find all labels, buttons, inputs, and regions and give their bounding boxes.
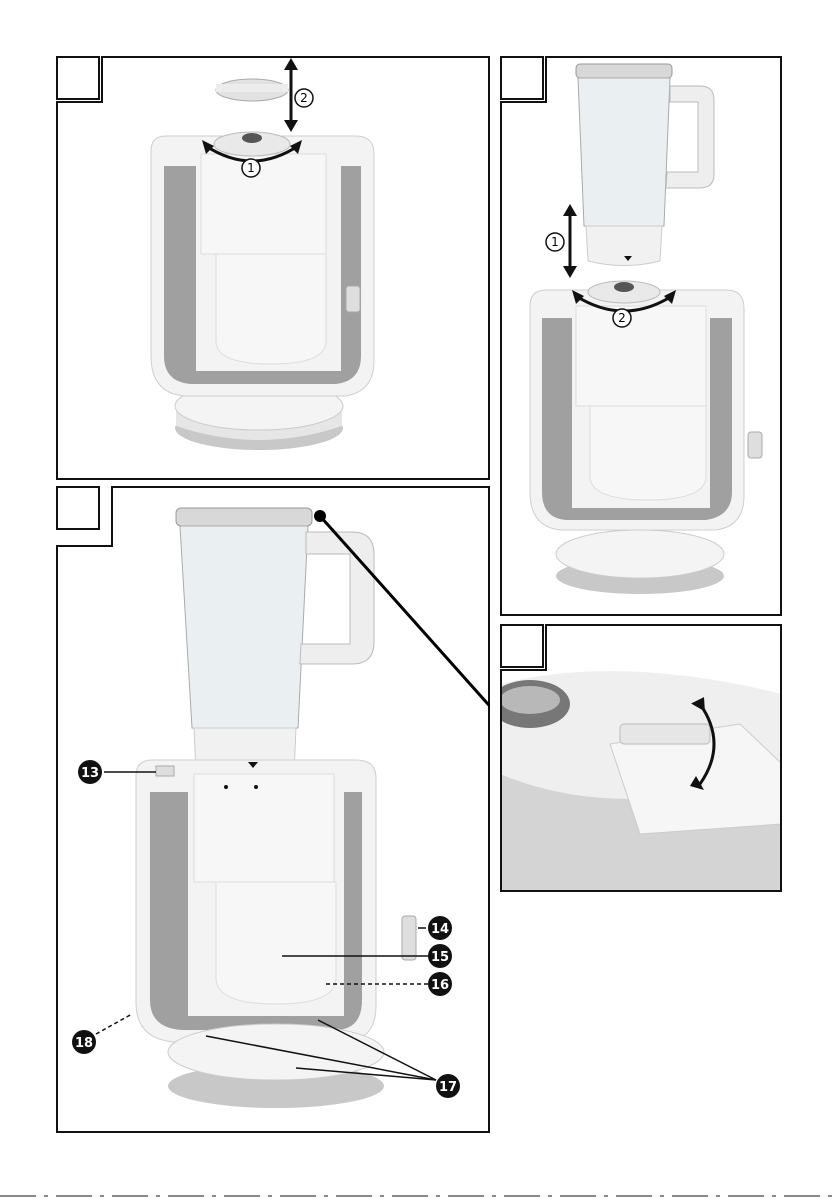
- callout-17: 17: [436, 1074, 460, 1098]
- coupling-hole: [242, 133, 262, 143]
- jug-base: [586, 226, 662, 266]
- coupling-cover-side: [216, 84, 288, 92]
- callout-line-18: [96, 1014, 132, 1034]
- jug-body: [578, 78, 670, 226]
- speed-knob: [402, 916, 416, 960]
- motor-arm-bottom: [216, 882, 336, 1004]
- jug-lid: [576, 64, 672, 78]
- step-label-1: 1: [247, 161, 255, 175]
- jug-body: [180, 526, 308, 728]
- speed-knob: [748, 432, 762, 458]
- step-label-2: 2: [618, 311, 626, 325]
- speed-knob: [346, 286, 360, 312]
- svg-text:16: 16: [431, 978, 449, 993]
- vertical-arrow-head-up: [563, 204, 577, 216]
- vertical-arrow-head-up: [284, 58, 298, 70]
- vertical-arrow-head-down: [284, 120, 298, 132]
- callout-16: 16: [428, 972, 452, 996]
- svg-text:15: 15: [431, 950, 449, 965]
- svg-text:18: 18: [75, 1036, 93, 1051]
- motor-arm-top: [201, 154, 326, 254]
- closeup-coupling-inner: [500, 686, 560, 714]
- panel-3: 13 14 15 16 17 18: [56, 486, 490, 1134]
- panel-3-figure: 13 14 15 16 17 18: [56, 486, 490, 1134]
- jug-lid: [176, 508, 312, 526]
- motor-arm-top: [194, 774, 334, 882]
- svg-text:14: 14: [431, 922, 449, 937]
- coupling-hole: [614, 282, 634, 292]
- step-number-box: [57, 57, 99, 99]
- motor-arm-bottom: [216, 254, 326, 364]
- svg-text:13: 13: [81, 766, 99, 781]
- callout-14: 14: [428, 916, 452, 940]
- panel-2: 1 2: [500, 56, 782, 616]
- step-label-1: 1: [551, 235, 559, 249]
- lock-icon: [224, 785, 228, 789]
- jug-handle: [300, 532, 374, 664]
- svg-text:17: 17: [439, 1080, 457, 1095]
- jug-handle: [666, 86, 714, 188]
- base-top: [556, 530, 724, 578]
- vertical-arrow-head-down: [563, 266, 577, 278]
- step-label-2: 2: [300, 91, 308, 105]
- cable-storage: [156, 766, 174, 776]
- callout-18: 18: [72, 1030, 96, 1054]
- step-number-box: [501, 57, 543, 99]
- motor-arm-top: [576, 306, 706, 406]
- callout-15: 15: [428, 944, 452, 968]
- panel-4: [500, 624, 782, 892]
- motor-arm-bottom: [590, 406, 706, 500]
- unlock-icon: [254, 785, 258, 789]
- panel-1-figure: 1 2: [56, 56, 490, 480]
- panel-2-figure: 1 2: [500, 56, 782, 616]
- callout-13: 13: [78, 760, 102, 784]
- step-number-box: [57, 487, 99, 529]
- base-top: [168, 1024, 384, 1080]
- closeup-lever-tab: [620, 724, 710, 744]
- panel-4-figure: [500, 624, 782, 892]
- panel-1: 1 2: [56, 56, 490, 480]
- print-crop-marks: [0, 1186, 840, 1192]
